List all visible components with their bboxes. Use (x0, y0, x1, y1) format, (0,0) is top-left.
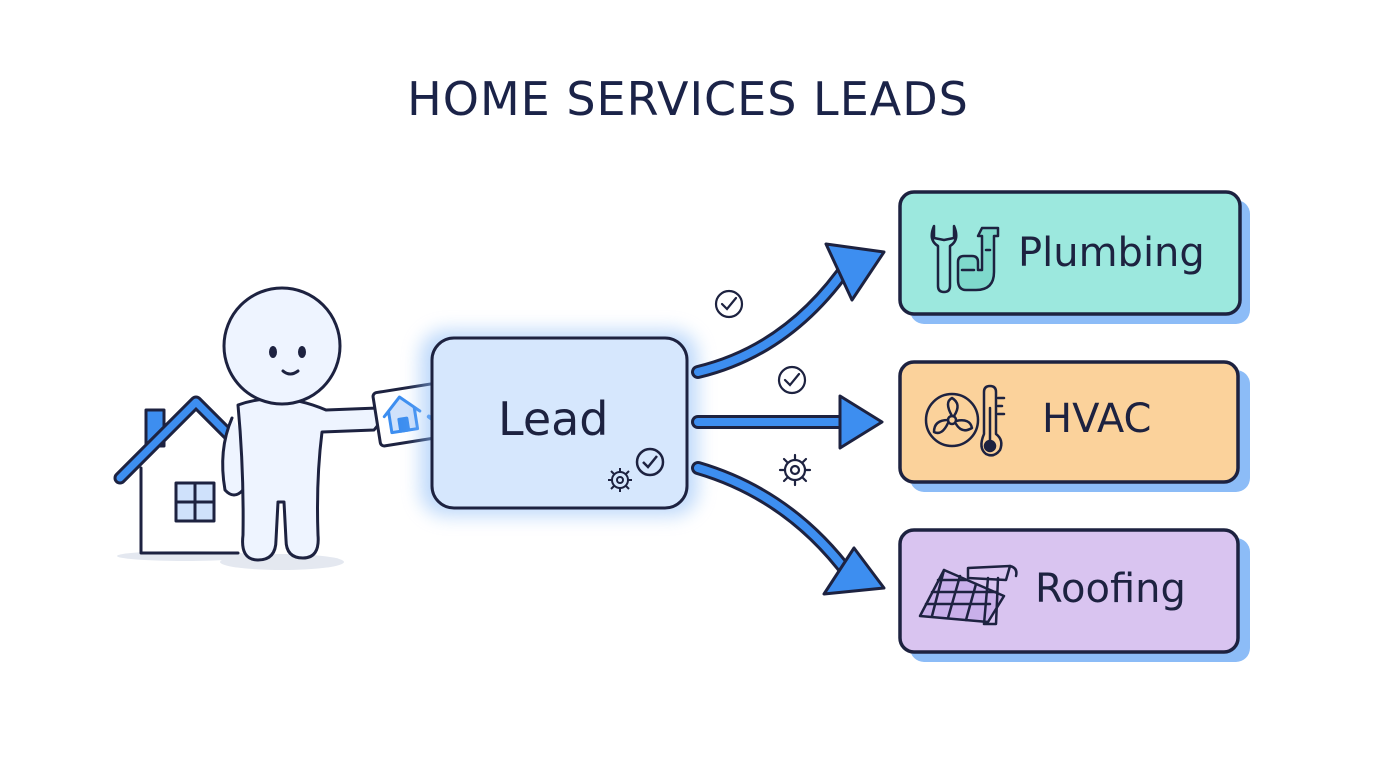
roofing-node (898, 528, 1250, 662)
lead-label: Lead (498, 392, 609, 446)
hvac-label: HVAC (1042, 396, 1152, 442)
lead-check-icon (635, 447, 665, 477)
arrow-to-hvac (691, 394, 884, 450)
gear-icon (778, 453, 812, 487)
person-figure (220, 286, 382, 570)
check-icon (714, 289, 744, 319)
roof-hammer-icon (918, 564, 1018, 626)
roofing-label: Roofing (1035, 566, 1186, 612)
diagram-title: HOME SERVICES LEADS (407, 72, 969, 126)
card-house-icon (382, 395, 422, 435)
check-icon (777, 365, 807, 395)
lead-node (420, 330, 698, 516)
arrow-to-plumbing (691, 242, 886, 379)
arrow-to-roofing (691, 461, 886, 596)
wrench-pipe-icon (930, 224, 1000, 294)
plumbing-node (898, 190, 1250, 324)
lead-gear-icon (608, 468, 632, 492)
fan-thermometer-icon (924, 384, 1006, 457)
plumbing-label: Plumbing (1018, 230, 1205, 276)
hvac-node (898, 360, 1250, 492)
